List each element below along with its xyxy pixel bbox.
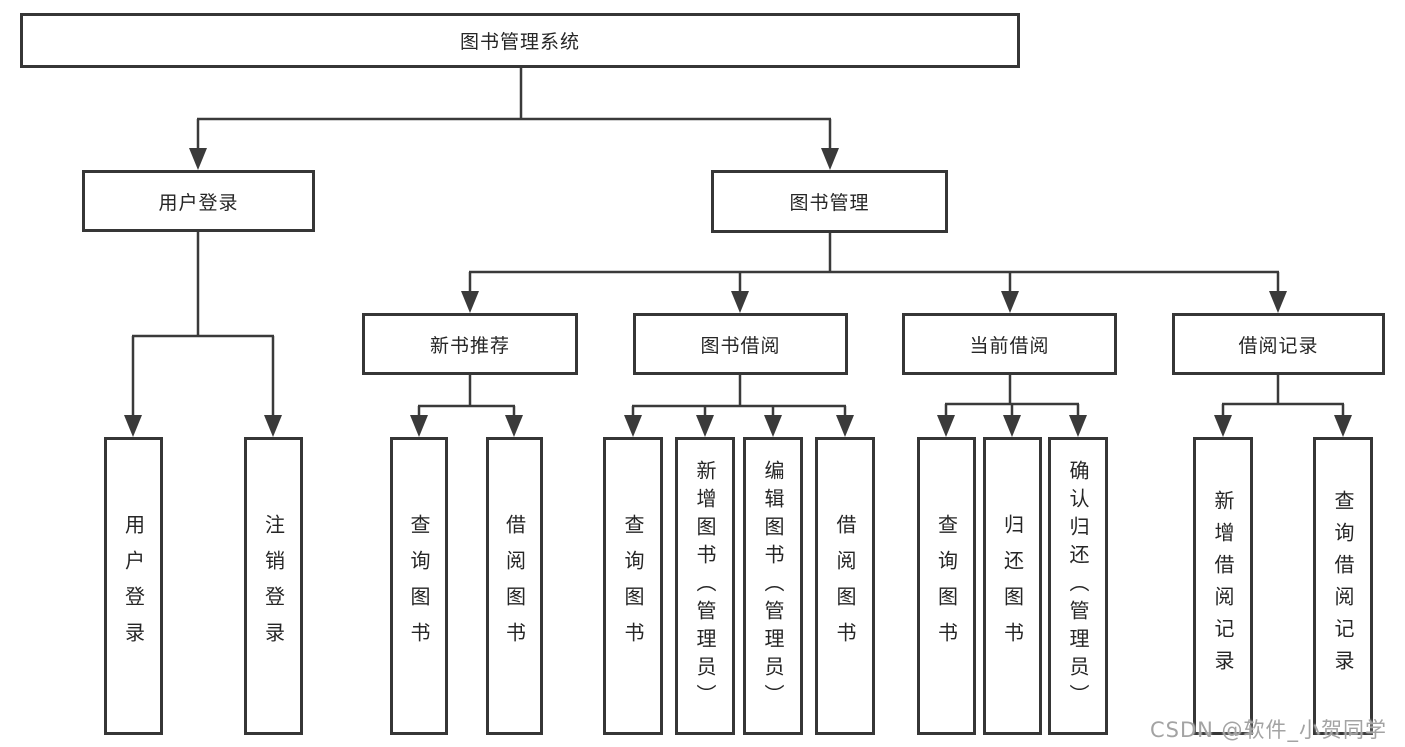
node-book-management: 图书管理 — [711, 170, 948, 233]
leaf-records-query-record: 查询借阅记录 — [1313, 437, 1373, 735]
leaf-borrowing-edit-books-admin-label: 编辑图书（管理员） — [761, 460, 785, 712]
leaf-current-return-books: 归还图书 — [983, 437, 1042, 735]
watermark: CSDN @软件_小贺同学 — [1150, 718, 1388, 742]
node-current-borrowing: 当前借阅 — [902, 313, 1117, 375]
leaf-borrowing-borrow-books: 借阅图书 — [815, 437, 875, 735]
node-book-borrowing: 图书借阅 — [633, 313, 848, 375]
node-new-book-recommendation: 新书推荐 — [362, 313, 578, 375]
leaf-current-confirm-return-admin-label: 确认归还（管理员） — [1066, 460, 1090, 712]
node-user-login-label: 用户登录 — [158, 191, 239, 214]
node-library-system: 图书管理系统 — [20, 13, 1020, 68]
node-book-management-label: 图书管理 — [789, 192, 870, 214]
leaf-borrowing-edit-books-admin: 编辑图书（管理员） — [743, 437, 803, 735]
leaf-current-confirm-return-admin: 确认归还（管理员） — [1048, 437, 1108, 735]
leaf-user-login-label: 用户登录 — [121, 514, 146, 658]
node-borrowing-records-label: 借阅记录 — [1238, 334, 1319, 357]
leaf-borrowing-query-books: 查询图书 — [603, 437, 663, 735]
leaf-user-login: 用户登录 — [104, 437, 163, 735]
node-borrowing-records: 借阅记录 — [1172, 313, 1385, 375]
leaf-borrowing-borrow-books-label: 借阅图书 — [833, 514, 857, 658]
leaf-current-query-books: 查询图书 — [917, 437, 976, 735]
leaf-logout-label: 注销登录 — [261, 514, 286, 658]
node-book-borrowing-label: 图书借阅 — [700, 334, 781, 357]
leaf-borrowing-query-books-label: 查询图书 — [621, 514, 645, 658]
node-library-system-label: 图书管理系统 — [459, 31, 580, 53]
leaf-borrowing-add-books-admin: 新增图书（管理员） — [675, 437, 735, 735]
node-current-borrowing-label: 当前借阅 — [969, 334, 1050, 357]
leaf-borrowing-add-books-admin-label: 新增图书（管理员） — [693, 460, 717, 712]
leaf-logout: 注销登录 — [244, 437, 303, 735]
leaf-current-return-books-label: 归还图书 — [1000, 514, 1025, 658]
leaf-recommend-query-books-label: 查询图书 — [407, 514, 431, 658]
leaf-recommend-borrow-books-label: 借阅图书 — [502, 514, 527, 658]
leaf-records-query-record-label: 查询借阅记录 — [1331, 490, 1355, 682]
node-new-book-recommendation-label: 新书推荐 — [429, 334, 510, 357]
leaf-recommend-query-books: 查询图书 — [390, 437, 448, 735]
leaf-records-add-record-label: 新增借阅记录 — [1211, 490, 1235, 682]
node-user-login: 用户登录 — [82, 170, 315, 232]
leaf-recommend-borrow-books: 借阅图书 — [486, 437, 543, 735]
leaf-current-query-books-label: 查询图书 — [934, 514, 959, 658]
leaf-records-add-record: 新增借阅记录 — [1193, 437, 1253, 735]
